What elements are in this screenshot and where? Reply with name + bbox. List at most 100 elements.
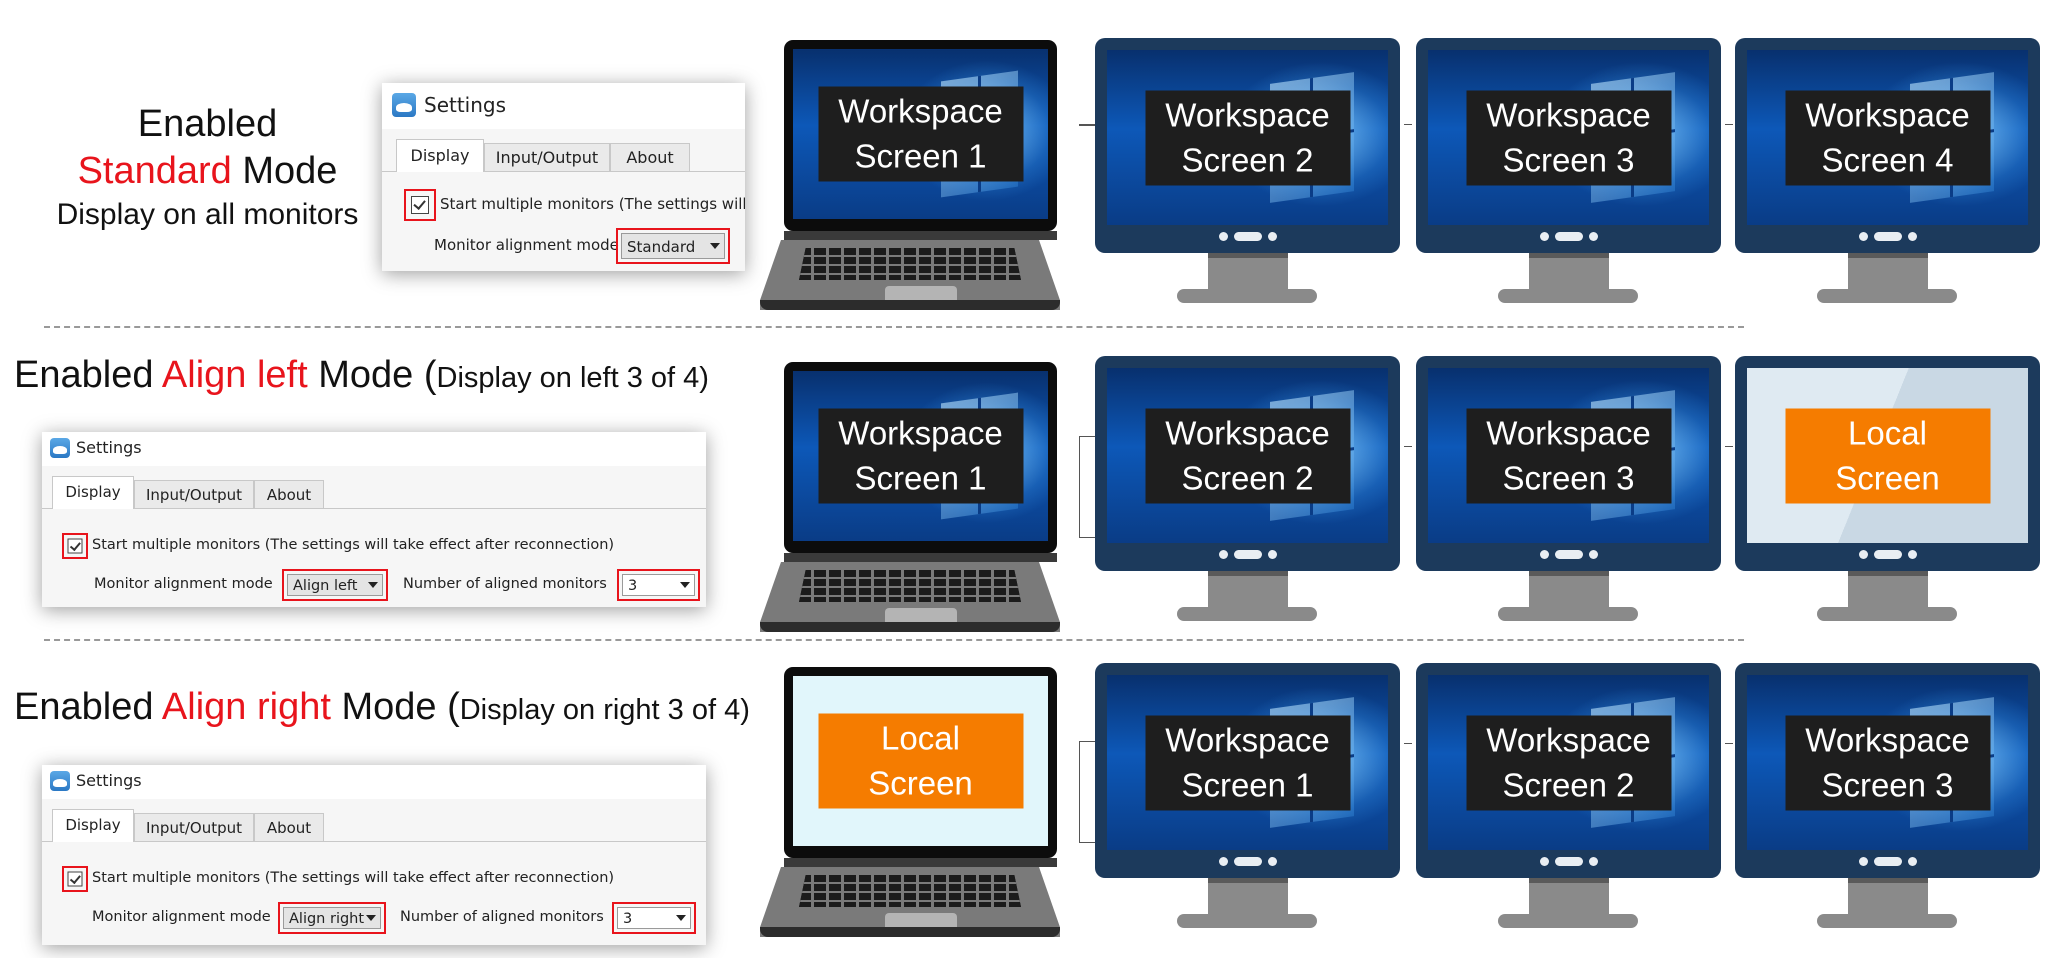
row3-caption: Enabled Align right Mode (Display on rig… xyxy=(14,686,750,729)
laptop-screen: Workspace Screen 1 xyxy=(793,371,1048,541)
row2-settings-dialog: Settings Display Input/Output About Star… xyxy=(42,432,706,607)
screen-label: Workspace Screen 3 xyxy=(1466,408,1671,503)
row-separator xyxy=(44,326,1744,328)
checkbox-checked-icon xyxy=(411,196,429,214)
multi-monitor-label: Start multiple monitors (The settings wi… xyxy=(92,870,615,886)
row1-monitor-3: Workspace Screen 3 xyxy=(1416,38,1721,310)
dropdown-arrow-icon xyxy=(676,915,686,921)
multi-monitor-checkbox[interactable] xyxy=(62,866,88,892)
app-cloud-icon xyxy=(392,93,416,117)
screen-label: Local Screen xyxy=(1785,408,1990,503)
screen-label: Workspace Screen 1 xyxy=(1145,715,1350,810)
alignment-mode-label: Monitor alignment mode xyxy=(434,236,619,254)
screen-label: Workspace Screen 4 xyxy=(1785,90,1990,185)
dropdown-arrow-icon xyxy=(710,243,720,249)
checkbox-checked-icon xyxy=(67,538,83,554)
row-separator xyxy=(44,639,1744,641)
dialog-title: Settings xyxy=(424,93,507,117)
tab-display[interactable]: Display xyxy=(396,139,484,172)
row3-laptop: Local Screen xyxy=(760,667,1060,937)
row3-monitor-3: Workspace Screen 3 xyxy=(1735,663,2040,935)
dialog-title: Settings xyxy=(76,438,142,457)
tab-about[interactable]: About xyxy=(610,143,690,171)
screen-label: Workspace Screen 1 xyxy=(818,408,1023,504)
row3-caption-suffix: Mode ( xyxy=(330,686,460,728)
row2-caption-detail: Display on left 3 of 4) xyxy=(436,362,709,394)
row2-monitor-3: Workspace Screen 3 xyxy=(1416,356,1721,628)
multi-monitor-checkbox[interactable] xyxy=(404,189,436,221)
row2-caption-suffix: Mode ( xyxy=(307,354,437,396)
row3-settings-dialog: Settings Display Input/Output About Star… xyxy=(42,765,706,945)
multi-monitor-label: Start multiple monitors (The settings wi… xyxy=(440,195,745,213)
row2-caption-prefix: Enabled xyxy=(14,354,162,396)
row1-caption-line1: Enabled xyxy=(137,103,278,145)
tab-about[interactable]: About xyxy=(254,813,324,841)
row3-caption-detail: Display on right 3 of 4) xyxy=(459,694,750,726)
row1-mode-name: Standard xyxy=(77,150,232,192)
row2-laptop: Workspace Screen 1 xyxy=(760,362,1060,632)
dialog-titlebar: Settings xyxy=(382,83,745,129)
row2-monitor-2: Workspace Screen 2 xyxy=(1095,356,1400,628)
alignment-mode-label: Monitor alignment mode xyxy=(92,909,271,925)
aligned-count-value: 3 xyxy=(622,574,695,596)
screen-label: Workspace Screen 2 xyxy=(1145,408,1350,503)
screen-label: Workspace Screen 1 xyxy=(818,86,1023,182)
row1-caption-mode-line: Standard Mode xyxy=(0,148,415,194)
checkbox-checked-icon xyxy=(67,871,83,887)
screen-label: Workspace Screen 2 xyxy=(1145,90,1350,185)
alignment-mode-value: Align right xyxy=(283,907,381,929)
screen-label: Workspace Screen 3 xyxy=(1785,715,1990,810)
dialog-body: Display Input/Output About Start multipl… xyxy=(42,466,706,607)
row3-caption-prefix: Enabled xyxy=(14,686,162,728)
app-cloud-icon xyxy=(50,771,70,791)
tab-display[interactable]: Display xyxy=(52,476,134,509)
multi-monitor-checkbox[interactable] xyxy=(62,533,88,559)
laptop-screen: Workspace Screen 1 xyxy=(793,49,1048,219)
alignment-mode-select[interactable]: Standard xyxy=(616,228,730,264)
dialog-titlebar: Settings xyxy=(42,765,706,799)
row2-caption: Enabled Align left Mode (Display on left… xyxy=(14,354,709,397)
alignment-mode-value: Standard xyxy=(621,233,725,259)
row1-caption-line3: Display on all monitors xyxy=(56,198,359,231)
screen-label: Workspace Screen 3 xyxy=(1466,90,1671,185)
row1-settings-dialog: Settings Display Input/Output About Star… xyxy=(382,83,745,271)
laptop-screen: Local Screen xyxy=(793,676,1048,846)
row3-monitor-2: Workspace Screen 2 xyxy=(1416,663,1721,935)
alignment-mode-value: Align left xyxy=(287,574,383,596)
tab-input-output[interactable]: Input/Output xyxy=(484,143,610,171)
dropdown-arrow-icon xyxy=(368,582,378,588)
row2-monitor-local: Local Screen xyxy=(1735,356,2040,628)
row1-mode-suffix: Mode xyxy=(231,150,338,192)
dialog-body: Display Input/Output About Start multipl… xyxy=(382,129,745,271)
dialog-body: Display Input/Output About Start multipl… xyxy=(42,799,706,945)
dropdown-arrow-icon xyxy=(366,915,376,921)
row3-monitor-1: Workspace Screen 1 xyxy=(1095,663,1400,935)
tab-about[interactable]: About xyxy=(254,480,324,508)
alignment-mode-select[interactable]: Align left xyxy=(282,569,388,601)
dialog-title: Settings xyxy=(76,771,142,790)
row1-laptop: Workspace Screen 1 xyxy=(760,40,1060,310)
tab-input-output[interactable]: Input/Output xyxy=(134,813,254,841)
dropdown-arrow-icon xyxy=(680,582,690,588)
aligned-count-label: Number of aligned monitors xyxy=(403,576,607,592)
aligned-count-label: Number of aligned monitors xyxy=(400,909,604,925)
multi-monitor-label: Start multiple monitors (The settings wi… xyxy=(92,537,615,553)
alignment-mode-select[interactable]: Align right xyxy=(278,902,386,934)
alignment-mode-label: Monitor alignment mode xyxy=(94,576,273,592)
row1-caption: Enabled Standard Mode Display on all mon… xyxy=(0,100,415,236)
row3-mode-name: Align right xyxy=(161,686,331,728)
aligned-count-value: 3 xyxy=(617,907,691,929)
app-cloud-icon xyxy=(50,438,70,458)
aligned-count-select[interactable]: 3 xyxy=(612,902,696,934)
dialog-titlebar: Settings xyxy=(42,432,706,466)
row2-cable xyxy=(1079,436,1096,538)
screen-label: Workspace Screen 2 xyxy=(1466,715,1671,810)
aligned-count-select[interactable]: 3 xyxy=(617,569,700,601)
row1-monitor-2: Workspace Screen 2 xyxy=(1095,38,1400,310)
tab-display[interactable]: Display xyxy=(52,809,134,842)
row3-cable xyxy=(1079,741,1096,843)
row2-mode-name: Align left xyxy=(161,354,308,396)
row1-monitor-4: Workspace Screen 4 xyxy=(1735,38,2040,310)
tab-input-output[interactable]: Input/Output xyxy=(134,480,254,508)
screen-label: Local Screen xyxy=(818,713,1023,809)
